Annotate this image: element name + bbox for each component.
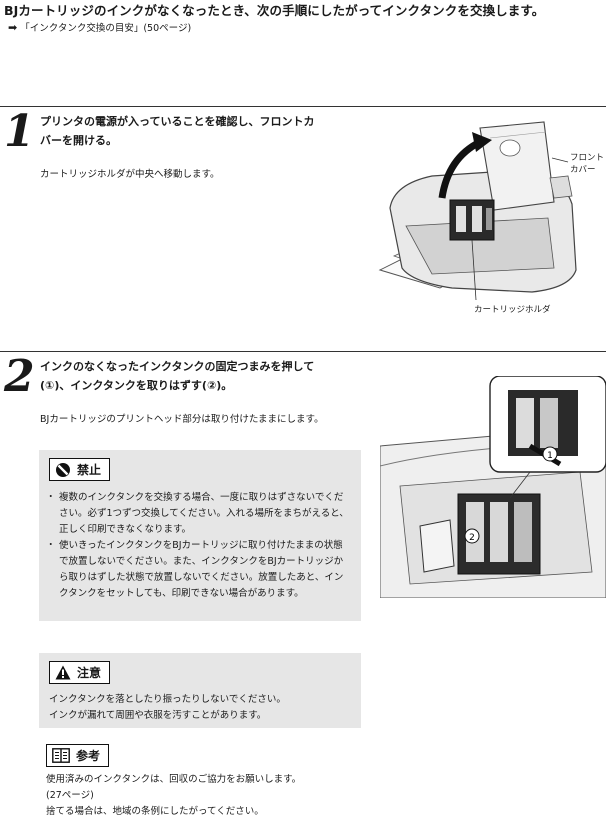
reference-badge-inner: 参考 <box>46 744 110 767</box>
step2-instruction-line2: (①)、インクタンクを取りはずす(②)。 <box>40 379 233 392</box>
printer-illustration <box>378 121 577 301</box>
caution-badge: 注意 <box>49 661 111 684</box>
reference-label: 参考 <box>76 749 101 763</box>
step1-note: カートリッジホルダが中央へ移動します。 <box>40 169 220 180</box>
prohibit-badge: 禁止 <box>49 458 111 481</box>
prohibit-label: 禁止 <box>77 463 102 477</box>
step1-divider <box>0 106 606 107</box>
cartridge-removal-illustration: 2 1 <box>380 376 606 598</box>
warning-triangle-icon <box>55 665 71 680</box>
caution-line2: インクが漏れて周囲や衣服を汚すことがあります。 <box>49 710 267 721</box>
intro-title: BJカートリッジのインクがなくなったとき、次の手順にしたがってインクタンクを交換… <box>4 3 545 18</box>
intro-reference-text: 「インクタンク交換の目安」(50ページ) <box>20 23 192 34</box>
step2-divider <box>0 351 606 352</box>
reference-badge: 参考 <box>46 744 110 767</box>
prohibit-box: 禁止 複数のインクタンクを交換する場合、一度に取りはずさないでください。必ず1つ… <box>39 450 361 621</box>
intro-reference-link[interactable]: ➡ 「インクタンク交換の目安」(50ページ) <box>8 20 192 35</box>
callout-cartridge-holder: カートリッジホルダ <box>474 305 551 315</box>
prohibit-list: 複数のインクタンクを交換する場合、一度に取りはずさないでください。必ず1つずつ交… <box>46 490 351 602</box>
step1-number: 1 <box>4 106 35 157</box>
callout-front-cover-line2: カバー <box>570 165 596 175</box>
reference-text: 使用済みのインクタンクは、回収のご協力をお願いします。 (27ページ) 捨てる場… <box>46 772 301 820</box>
step2-instruction-line1: インクのなくなったインクタンクの固定つまみを押して <box>40 360 315 373</box>
step2-number: 2 <box>4 351 35 402</box>
callout-front-cover-line1: フロント <box>570 153 605 163</box>
caution-label: 注意 <box>77 666 102 680</box>
step1-instruction-line2: バーを開ける。 <box>40 134 117 147</box>
prohibit-item: 使いきったインクタンクをBJカートリッジに取り付けたままの状態で放置しないでくだ… <box>46 538 351 602</box>
prohibit-item: 複数のインクタンクを交換する場合、一度に取りはずさないでください。必ず1つずつ交… <box>46 490 351 538</box>
svg-text:2: 2 <box>469 533 475 543</box>
step1-instruction-line1: プリンタの電源が入っていることを確認し、フロントカ <box>40 115 315 128</box>
caution-box: 注意 インクタンクを落としたり振ったりしないでください。 インクが漏れて周囲や衣… <box>39 653 361 728</box>
book-icon <box>52 748 70 763</box>
reference-line1: 使用済みのインクタンクは、回収のご協力をお願いします。 <box>46 774 302 785</box>
prohibit-icon <box>56 462 70 477</box>
step2-instruction: インクのなくなったインクタンクの固定つまみを押して (①)、インクタンクを取りは… <box>40 357 370 395</box>
reference-line3: 捨てる場合は、地域の条例にしたがってください。 <box>46 806 264 817</box>
step1-instruction: プリンタの電源が入っていることを確認し、フロントカ バーを開ける。 <box>40 112 370 150</box>
svg-text:1: 1 <box>547 451 553 461</box>
reference-page-link[interactable]: (27ページ) <box>46 790 94 801</box>
step2-note: BJカートリッジのプリントヘッド部分は取り付けたままにします。 <box>40 414 324 425</box>
caution-text: インクタンクを落としたり振ったりしないでください。 インクが漏れて周囲や衣服を汚… <box>49 692 351 724</box>
arrow-right-icon: ➡ <box>8 20 18 34</box>
caution-line1: インクタンクを落としたり振ったりしないでください。 <box>49 694 286 705</box>
callout-front-cover: フロント カバー <box>570 152 604 176</box>
